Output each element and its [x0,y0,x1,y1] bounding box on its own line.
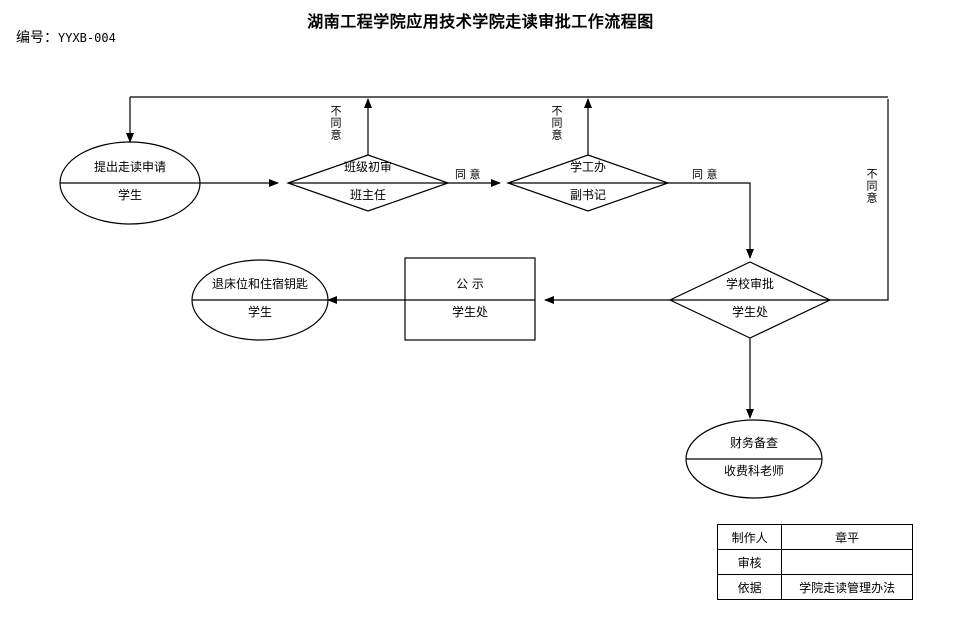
edge-label-agree-2: 同 意 [692,168,718,181]
edge-label-disagree-3: 不同意 [865,168,878,204]
node-office-shape [506,154,670,212]
document-number-value: YYXB-004 [58,31,116,45]
edge-office-to-school [668,182,754,259]
info-table-value-basis: 学院走读管理办法 [781,574,913,600]
info-table: 制作人 章平 审核 依据 学院走读管理办法 [716,524,913,600]
info-table-value-author: 章平 [781,524,913,550]
edge-label-agree-1: 同 意 [455,168,481,181]
document-number-label: 编号： [16,30,58,46]
edge-label-disagree-1: 不同意 [329,105,342,141]
table-row: 依据 学院走读管理办法 [716,574,913,600]
node-publish-shape [404,257,536,341]
node-class-shape [286,154,450,212]
info-table-key-author: 制作人 [716,524,783,550]
table-row: 制作人 章平 [716,524,913,550]
edge-school-disagree [810,99,889,301]
page-title: 湖南工程学院应用技术学院走读审批工作流程图 [307,12,654,31]
table-row: 审核 [716,549,913,575]
info-table-value-reviewer [781,549,913,575]
document-number: 编号：YYXB-004 [16,27,116,47]
edge-label-disagree-2: 不同意 [550,105,563,141]
info-table-key-reviewer: 审核 [716,549,783,575]
info-table-key-basis: 依据 [716,574,783,600]
